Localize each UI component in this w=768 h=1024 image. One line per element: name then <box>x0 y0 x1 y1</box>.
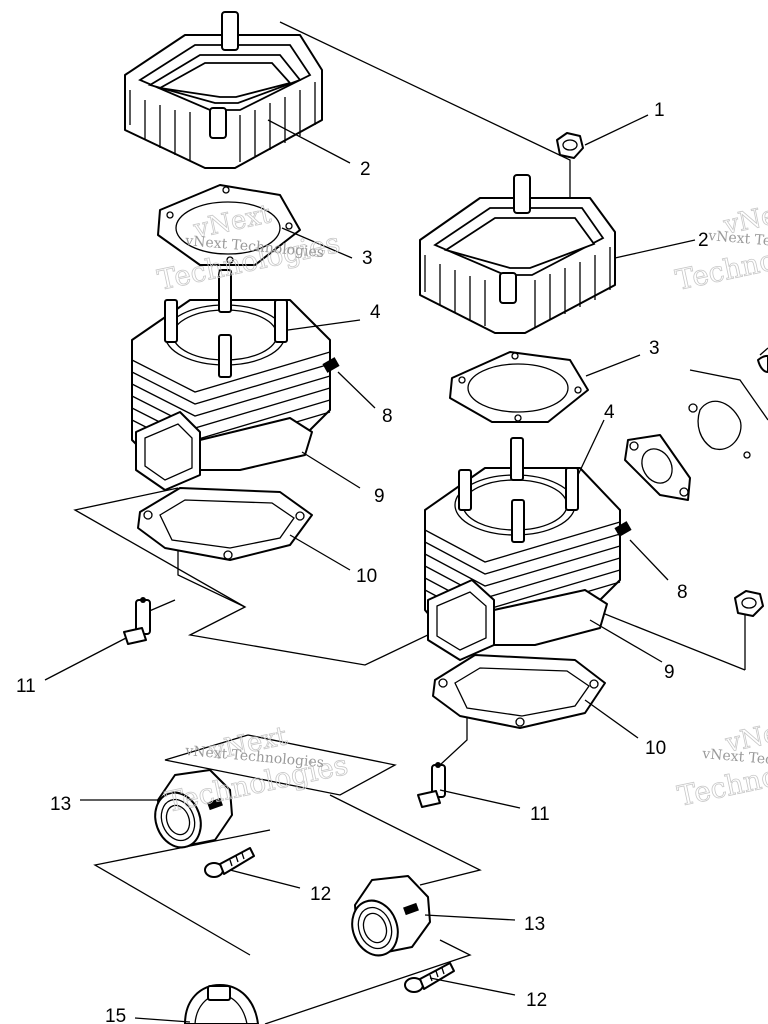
bolt-right <box>404 962 455 993</box>
partial-gasket-edge <box>688 347 768 459</box>
intake-adapter-right <box>351 875 431 957</box>
cylinder-left <box>131 269 340 491</box>
watermarks: vNext Technologies vNext Technologies vN… <box>154 195 768 819</box>
callout-12-right: 12 <box>526 990 547 1011</box>
callout-numbers: 1 2 2 3 3 4 4 8 8 9 9 10 10 11 11 12 12 … <box>16 100 709 1024</box>
callout-3-right: 3 <box>649 338 660 359</box>
head-fins-left <box>129 82 316 162</box>
callout-11-left: 11 <box>16 676 36 697</box>
callout-9-left: 9 <box>374 486 385 507</box>
callout-1: 1 <box>654 100 665 121</box>
callout-13-left: 13 <box>50 794 71 815</box>
callout-10-left: 10 <box>356 566 377 587</box>
clamp-bottom <box>184 984 259 1024</box>
exhaust-gasket-right <box>624 434 691 501</box>
head-gasket-left <box>157 184 301 266</box>
callout-11-right: 11 <box>530 804 550 825</box>
cylinder-right <box>424 437 632 661</box>
callout-8-left: 8 <box>382 406 393 427</box>
callout-15: 15 <box>105 1006 126 1024</box>
base-gasket-left <box>137 487 313 561</box>
callout-13-right: 13 <box>524 914 545 935</box>
callout-4-left: 4 <box>370 302 381 323</box>
leader-lines <box>44 114 696 1023</box>
callout-8-right: 8 <box>677 582 688 603</box>
head-gasket-right <box>449 351 589 423</box>
cylinder-head-left <box>124 11 323 169</box>
cylinder-head-right <box>419 174 616 334</box>
nut-right-edge <box>734 590 764 617</box>
callout-10-right: 10 <box>645 738 666 759</box>
intake-adapter-left <box>154 769 233 849</box>
callout-3-left: 3 <box>362 248 373 269</box>
bolt-left <box>204 847 255 878</box>
nut-top <box>556 132 584 159</box>
callout-2-right: 2 <box>698 230 709 251</box>
callout-2-left: 2 <box>360 159 371 180</box>
callout-12-left: 12 <box>310 884 331 905</box>
fitting-right <box>417 762 446 808</box>
base-gasket-right <box>432 654 606 729</box>
callout-9-right: 9 <box>664 662 675 683</box>
head-fins-right <box>424 247 611 328</box>
callout-4-right: 4 <box>604 402 615 423</box>
fitting-left <box>123 597 151 645</box>
